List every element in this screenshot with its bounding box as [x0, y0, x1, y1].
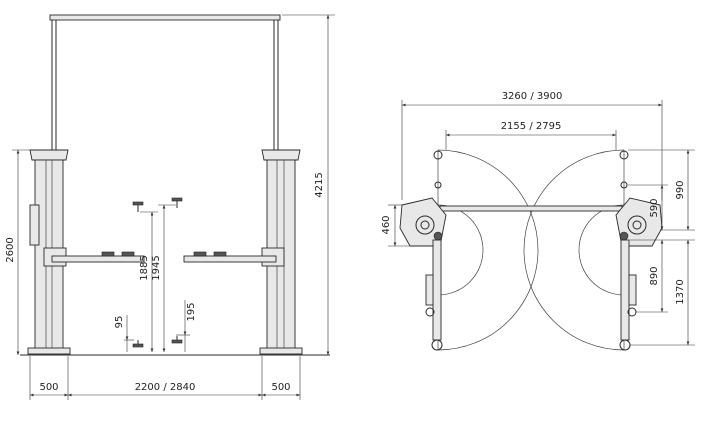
dim-lift-height-high: 1945: [151, 204, 176, 352]
dim-arm-offset-label: 590: [649, 198, 660, 217]
dim-overall-height: 4215: [282, 14, 335, 355]
front-view: 4215 2600 1885 1945 95: [5, 14, 335, 400]
dim-overall-width-label: 3260 / 3900: [502, 91, 563, 102]
dim-column-height: 2600: [5, 149, 30, 355]
dim-pad-height-low: 95: [114, 315, 134, 352]
dim-long-arm-label: 1370: [675, 279, 686, 304]
dim-inner-width: 2155 / 2795: [445, 121, 617, 150]
overhead-frame: [49, 14, 281, 150]
dim-column-depth: 460: [381, 204, 410, 247]
dim-pad-height-high-label: 195: [186, 302, 197, 321]
dim-short-arm-label: 890: [649, 266, 660, 285]
dim-column-depth-label: 460: [381, 215, 392, 234]
dim-pad-height-low-label: 95: [114, 316, 125, 329]
dim-front-offset-label: 990: [675, 180, 686, 199]
dim-arm-offset: 590: [628, 184, 668, 230]
dim-overall-height-label: 4215: [314, 172, 325, 197]
dim-pad-height-high: 195: [176, 300, 197, 352]
arm-swing-arcs: [437, 149, 625, 351]
top-crossbar: [439, 205, 623, 212]
dim-front-offset: 990: [628, 149, 695, 231]
dim-long-arm: 1370: [630, 239, 695, 346]
dim-lift-height-low-label: 1885: [139, 255, 150, 280]
lift-arms: [43, 247, 285, 267]
top-right-arms: [619, 150, 637, 351]
top-left-arms: [425, 150, 443, 351]
top-left-column: [399, 197, 447, 247]
lift-pads: [132, 197, 183, 348]
top-view: 3260 / 3900 2155 / 2795 460 990 590: [381, 91, 695, 351]
dim-column-height-label: 2600: [5, 237, 16, 262]
dim-bottom-widths: 500 2200 / 2840 500: [29, 356, 301, 400]
dim-lift-height-low: 1885: [139, 211, 158, 352]
dim-column-right-width-label: 500: [271, 382, 290, 393]
dim-lift-height-high-label: 1945: [151, 255, 162, 280]
dim-short-arm: 890: [630, 239, 668, 313]
dim-inner-width-label: 2200 / 2840: [135, 382, 196, 393]
dim-column-left-width-label: 500: [39, 382, 58, 393]
dim-inner-width-label-top: 2155 / 2795: [501, 121, 562, 132]
